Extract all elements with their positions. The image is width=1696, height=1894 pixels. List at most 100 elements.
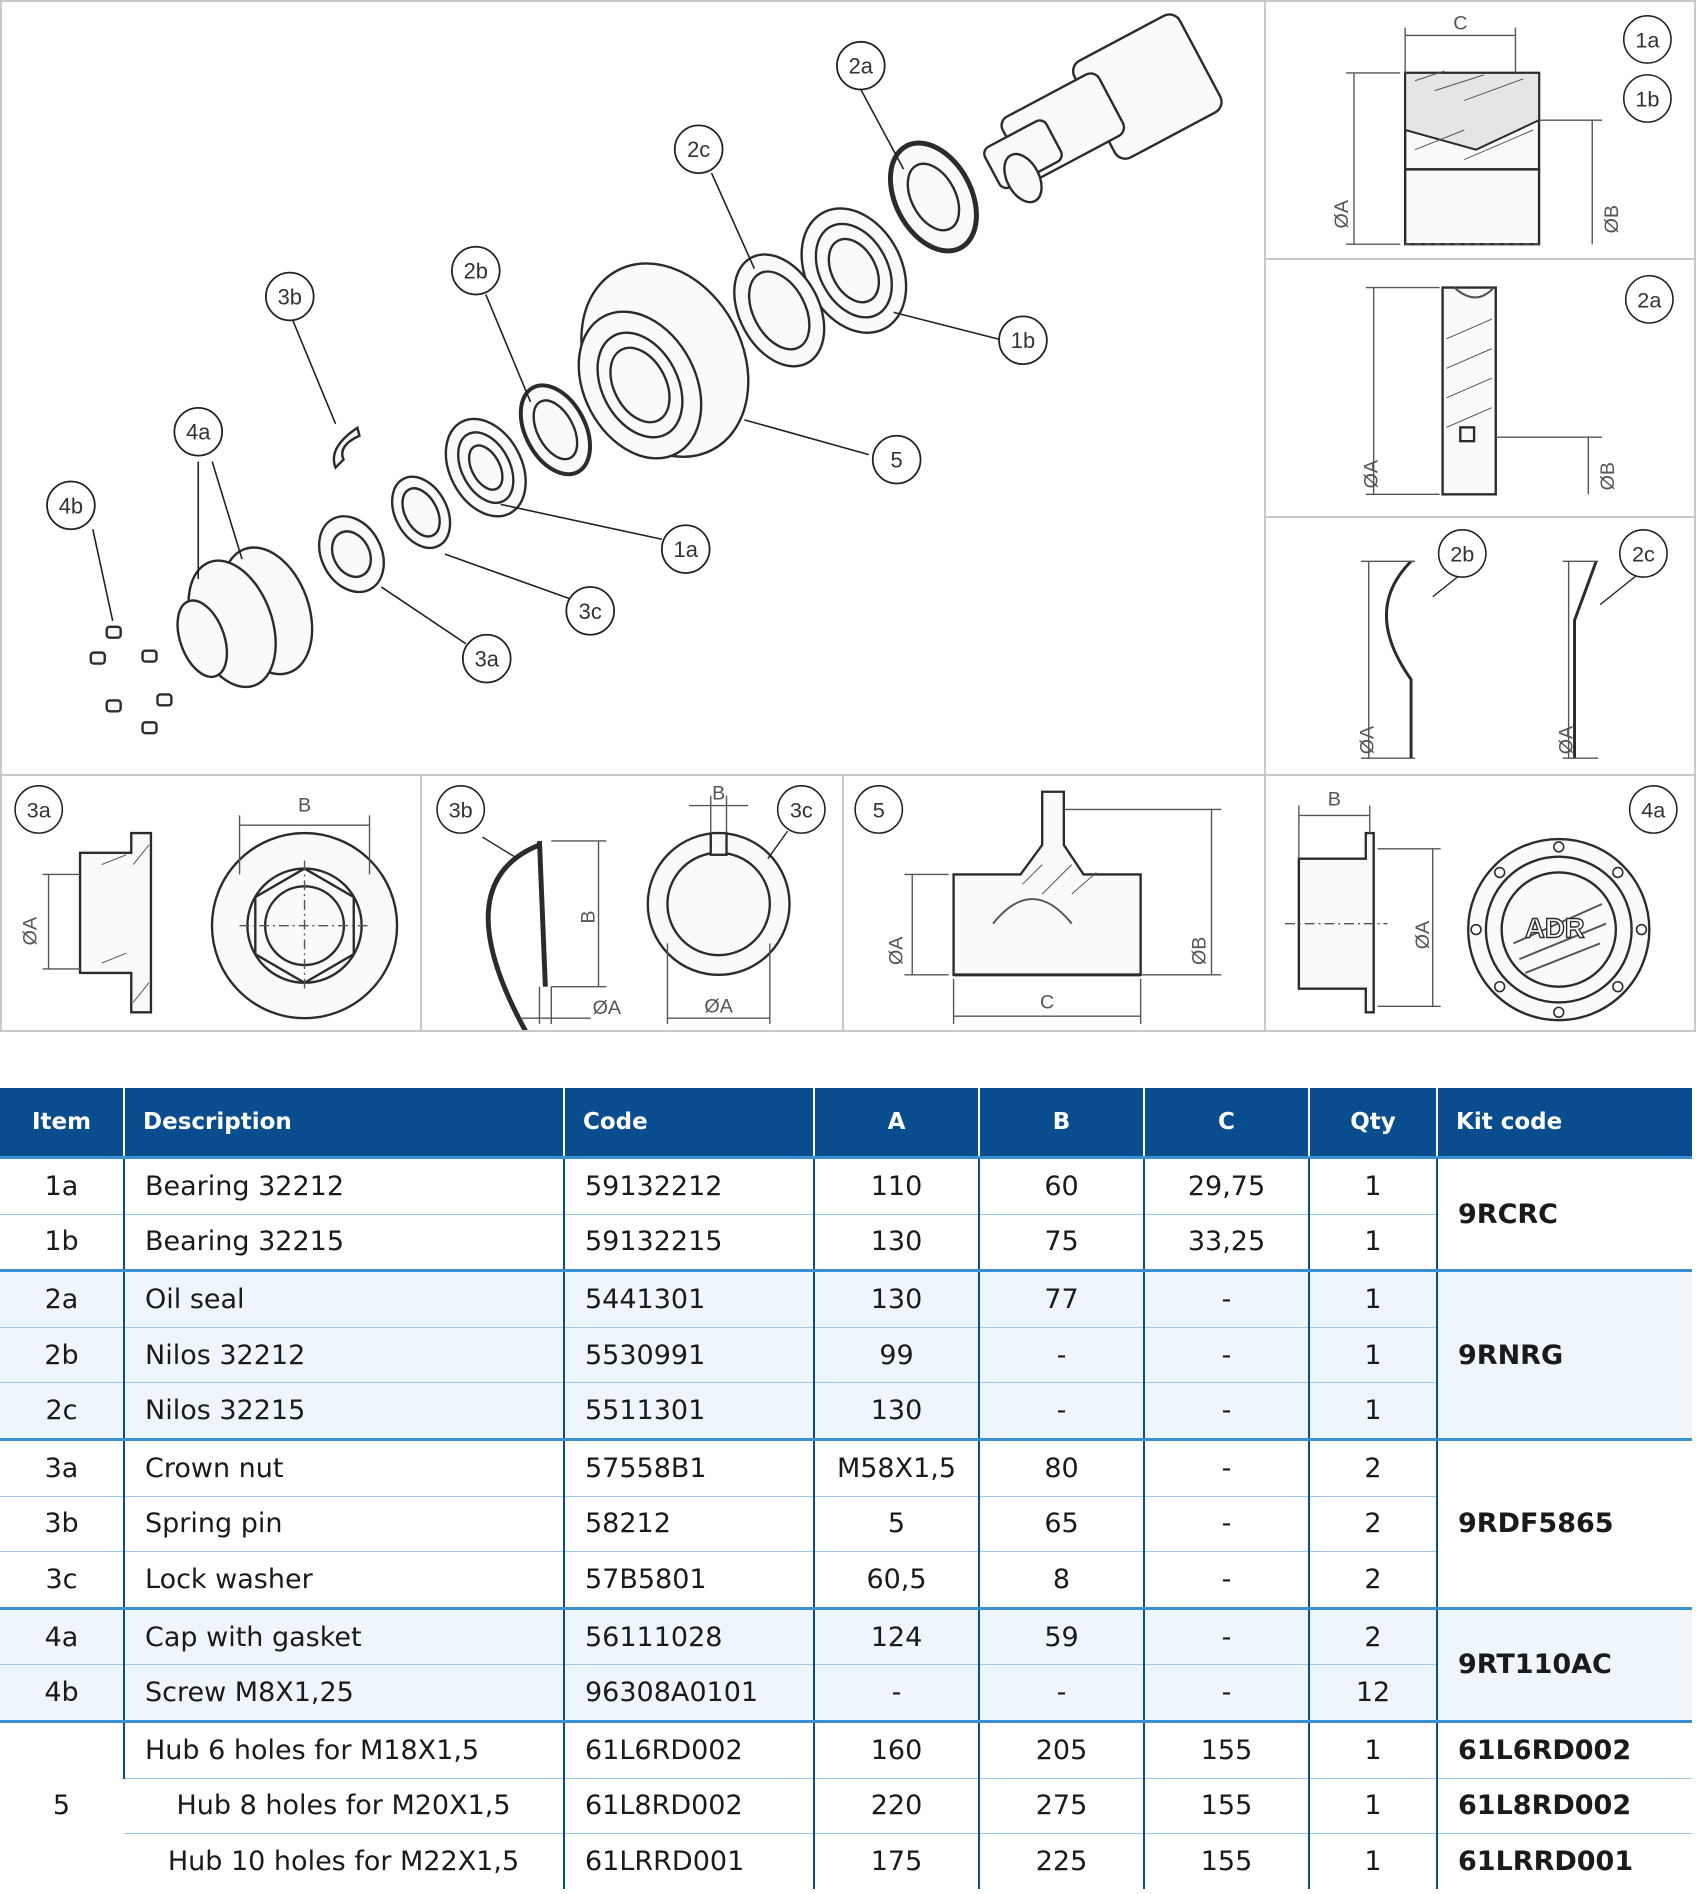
callout-2b: 2b xyxy=(451,245,501,296)
cell-code: 5441301 xyxy=(563,1269,814,1328)
callout-4a: 4a xyxy=(173,407,224,457)
callout-2c-detail: 2c xyxy=(1619,529,1668,578)
cell-description: Cap with gasket xyxy=(123,1606,564,1665)
cell-code: 56111028 xyxy=(563,1606,814,1665)
table-row: 3a Crown nut 57558B1 M58X1,5 80 - 2 9RDF… xyxy=(0,1437,1692,1609)
callout-1b-detail: 1b xyxy=(1622,74,1672,123)
table-row: 3c Lock washer 57B5801 60,5 8 - 2 xyxy=(0,1551,1692,1609)
cell-item: 1b xyxy=(0,1213,124,1271)
cell-c: - xyxy=(1143,1495,1309,1552)
detail-3b-3c-panel: B ØA B ØA 3b 3c xyxy=(420,774,844,1032)
callout-2a-detail: 2a xyxy=(1624,274,1674,324)
cell-description: Oil seal xyxy=(123,1269,564,1328)
callout-4a-detail: 4a xyxy=(1628,785,1678,834)
cell-code: 5511301 xyxy=(563,1382,814,1440)
svg-text:3a: 3a xyxy=(27,797,52,822)
cell-b: 59 xyxy=(978,1606,1144,1665)
svg-text:2c: 2c xyxy=(687,137,710,162)
header-c: C xyxy=(1143,1088,1309,1158)
header-kit-code: Kit code xyxy=(1436,1088,1692,1158)
cell-description: Hub 10 holes for M22X1,5 xyxy=(124,1833,564,1889)
cell-description: Nilos 32215 xyxy=(123,1382,564,1440)
cell-code: 57558B1 xyxy=(563,1437,814,1497)
cell-c: 29,75 xyxy=(1143,1156,1309,1215)
cell-item: 4a xyxy=(0,1606,124,1665)
dim-a-label-2b: ØA xyxy=(1357,725,1379,754)
cell-a: 124 xyxy=(813,1606,979,1665)
cell-b: 80 xyxy=(978,1437,1144,1497)
cell-code: 96308A0101 xyxy=(563,1664,814,1722)
cell-qty: 12 xyxy=(1308,1664,1437,1722)
dim-b-label-3c: B xyxy=(712,783,725,805)
table-row: 2b Nilos 32212 5530991 99 - - 1 xyxy=(0,1326,1692,1383)
cell-kit-code: 61L8RD002 xyxy=(1436,1777,1692,1834)
cell-item: 3c xyxy=(0,1551,124,1609)
header-item: Item xyxy=(0,1088,124,1158)
callout-4b: 4b xyxy=(46,480,96,531)
cell-kit-code: 9RCRC xyxy=(1436,1155,1692,1271)
cell-code: 5530991 xyxy=(563,1326,814,1383)
cell-a: 130 xyxy=(813,1213,979,1271)
svg-text:1a: 1a xyxy=(674,537,699,562)
part-4a-cap xyxy=(176,546,314,689)
table-header-row: Item Description Code A B C Qty Kit code xyxy=(0,1088,1692,1158)
cell-code: 59132212 xyxy=(563,1156,814,1215)
exploded-view-panel: 2a 2c 1b 2b 5 3b 1a 3c xyxy=(0,0,1266,776)
cell-item: 2b xyxy=(0,1326,124,1383)
header-b: B xyxy=(978,1088,1144,1158)
svg-text:3c: 3c xyxy=(579,599,602,624)
svg-text:1b: 1b xyxy=(1011,328,1035,353)
part-3c-lock-washer xyxy=(390,475,452,550)
cell-c: 155 xyxy=(1143,1719,1309,1779)
table-row: Hub 10 holes for M22X1,5 61LRRD001 175 2… xyxy=(0,1833,1692,1889)
part-2b-nilos xyxy=(518,383,592,477)
cell-c: - xyxy=(1143,1664,1309,1722)
dim-a-label-5: ØA xyxy=(885,936,907,965)
adr-logo-text: ADR xyxy=(1525,912,1585,943)
svg-text:2a: 2a xyxy=(1637,287,1662,312)
cell-qty: 2 xyxy=(1308,1495,1437,1552)
header-description: Description xyxy=(123,1088,564,1158)
dim-b-label: ØB xyxy=(1601,205,1623,233)
dim-b-label-5: ØB xyxy=(1189,937,1211,965)
table-row: 1a Bearing 32212 59132212 110 60 29,75 1… xyxy=(0,1155,1692,1271)
cell-b: 75 xyxy=(978,1213,1144,1271)
cell-a: 60,5 xyxy=(813,1551,979,1609)
header-a: A xyxy=(813,1088,979,1158)
callout-2a: 2a xyxy=(836,40,886,91)
cell-c: - xyxy=(1143,1382,1309,1440)
dim-b-label-2a: ØB xyxy=(1597,462,1619,490)
callout-2c: 2c xyxy=(673,124,724,175)
cell-b: 65 xyxy=(978,1495,1144,1552)
cell-c: - xyxy=(1143,1269,1309,1328)
cell-qty: 1 xyxy=(1308,1269,1437,1328)
callout-3b-detail: 3b xyxy=(436,785,486,834)
cell-a: 175 xyxy=(813,1833,979,1889)
cell-qty: 1 xyxy=(1308,1156,1437,1215)
cell-description: Nilos 32212 xyxy=(123,1326,564,1383)
header-qty: Qty xyxy=(1308,1088,1437,1158)
callout-3a-detail: 3a xyxy=(14,785,64,834)
cell-b: 60 xyxy=(978,1156,1144,1215)
cell-qty: 1 xyxy=(1308,1833,1437,1889)
svg-text:5: 5 xyxy=(873,797,885,822)
cell-a: 99 xyxy=(813,1326,979,1383)
dim-a-label-2c: ØA xyxy=(1556,725,1578,754)
detail-1a-1b-panel: C ØA ØB 1a 1b xyxy=(1264,0,1696,260)
part-3a-crown-nut xyxy=(317,515,385,594)
table-row: 4a Cap with gasket 56111028 124 59 - 2 9… xyxy=(0,1606,1692,1722)
table-row: 2a Oil seal 5441301 130 77 - 1 9RNRG xyxy=(0,1269,1692,1440)
cell-qty: 1 xyxy=(1308,1213,1437,1271)
cell-a: 220 xyxy=(813,1777,979,1834)
table-row: 5 Hub 6 holes for M18X1,5 61L6RD002 160 … xyxy=(0,1719,1692,1889)
table-row: 1b Bearing 32215 59132215 130 75 33,25 1 xyxy=(0,1213,1692,1271)
cell-c: - xyxy=(1143,1437,1309,1497)
spindle xyxy=(983,13,1223,204)
callout-1a-detail: 1a xyxy=(1622,14,1672,64)
cell-item: 4b xyxy=(0,1664,124,1722)
dim-a-label: ØA xyxy=(1331,199,1353,228)
part-5-hub xyxy=(577,262,750,460)
detail-4a-panel: B ØA ADR 4a xyxy=(1264,774,1696,1032)
callout-3b: 3b xyxy=(265,271,315,322)
cell-code: 61LRRD001 xyxy=(563,1833,814,1889)
